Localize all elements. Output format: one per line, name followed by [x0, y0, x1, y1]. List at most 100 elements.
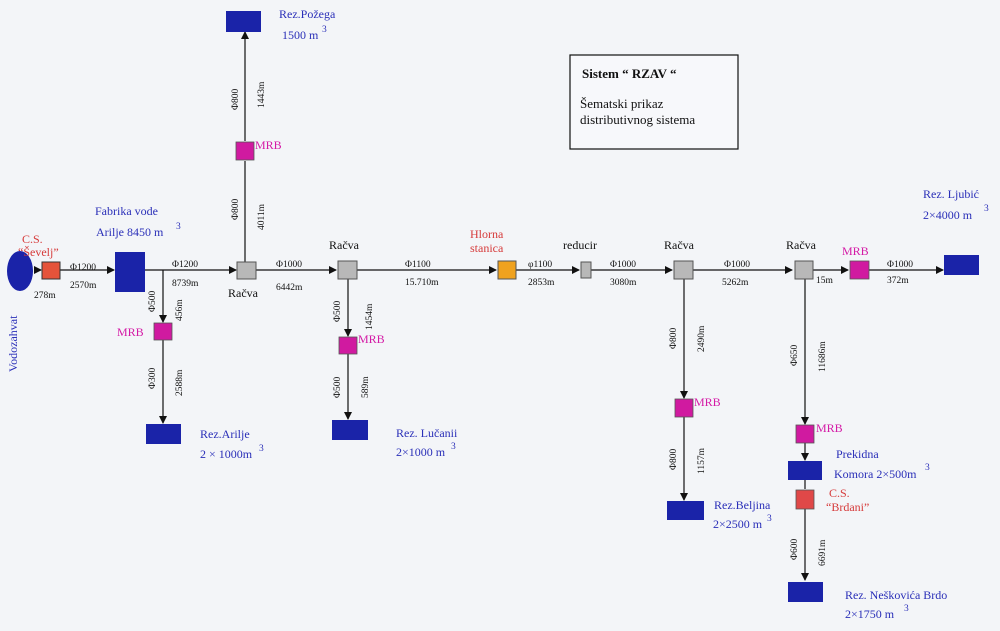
- pipe-label-2588: 2588m: [175, 369, 185, 396]
- pipe-label-456: 456m: [175, 299, 185, 321]
- pipe-label-1200a: Φ1200: [70, 263, 96, 273]
- racva-junction-2: [337, 260, 358, 280]
- pipe-label-1000c: Φ1000: [724, 260, 750, 270]
- rez-beljina: [667, 501, 704, 520]
- pipe-label-500c: Φ500: [333, 377, 343, 398]
- racva-label-2: Račva: [329, 238, 360, 252]
- fabrika-label-2: Arilje 8450 m: [96, 225, 164, 239]
- rez-beljina-label-2: 2×2500 m: [713, 517, 763, 531]
- pipe-label-8739: 8739m: [172, 279, 199, 289]
- reducir-label: reducir: [563, 238, 597, 252]
- rez-neskovica-label-2: 2×1750 m: [845, 607, 895, 621]
- cs-brdani-pump: [795, 489, 815, 510]
- prekidna-komora: [788, 461, 822, 480]
- cs-sevelj-pump: [41, 261, 61, 280]
- mrb-lucani: [338, 336, 358, 355]
- pipe-label-6691: 6691m: [818, 539, 828, 566]
- pipe-label-589: 589m: [361, 376, 371, 398]
- mrb-arilje-label: MRB: [117, 325, 144, 339]
- pipe-label-1000d: Φ1000: [887, 260, 913, 270]
- pipe-label-3080: 3080m: [610, 278, 637, 288]
- legend-frame: [569, 54, 739, 150]
- pipe-label-1157: 1157m: [697, 447, 707, 474]
- mrb-beljina: [674, 398, 694, 418]
- pipe-label-500a: Φ500: [148, 291, 158, 312]
- pipe-label-1000b: Φ1000: [610, 260, 636, 270]
- rez-lucani: [332, 420, 368, 440]
- mrb-brdo-label: MRB: [816, 421, 843, 435]
- rez-ljubic: [944, 255, 979, 275]
- pipe-label-372: 372m: [887, 276, 909, 286]
- rez-lucani-label-2: 2×1000 m: [396, 445, 446, 459]
- pipe-label-6442: 6442m: [276, 283, 303, 293]
- rez-neskovica-exp: 3: [904, 604, 909, 614]
- pipe-label-300: Φ300: [148, 368, 158, 389]
- rez-beljina-exp: 3: [767, 514, 772, 524]
- rez-pozega-label-2: 1500 m: [282, 28, 319, 42]
- legend-box: Sistem “ RZAV “ Šematski prikaz distribu…: [569, 54, 739, 150]
- racva-label-3: Račva: [664, 238, 695, 252]
- pipe-label-278: 278m: [34, 291, 56, 301]
- rez-lucani-label-1: Rez. Lučanii: [396, 426, 458, 440]
- racva-junction-4: [794, 260, 814, 280]
- pipe-label-500b: Φ500: [333, 301, 343, 322]
- mrb-pozega-label: MRB: [255, 138, 282, 152]
- fabrika-vode-plant: [115, 252, 145, 292]
- pipe-label-5262: 5262m: [722, 278, 749, 288]
- pipe-label-650: Φ650: [790, 345, 800, 366]
- vodozahvat-label: Vodozahvat: [6, 315, 20, 372]
- cs-brdani-label-2: “Brdani”: [826, 500, 869, 514]
- mrb-beljina-label: MRB: [694, 395, 721, 409]
- fabrika-exp: 3: [176, 222, 181, 232]
- rez-pozega: [226, 11, 261, 32]
- vodozahvat-intake: [7, 251, 33, 291]
- pipe-label-1000a: Φ1000: [276, 260, 302, 270]
- pipe-label-2853: 2853m: [528, 278, 555, 288]
- hlorna-label-1: Hlorna: [470, 227, 504, 241]
- fabrika-label-1: Fabrika vode: [95, 204, 158, 218]
- pipe-network: [34, 31, 944, 581]
- mrb-ljubic-label: MRB: [842, 244, 869, 258]
- mrb-ljubic: [849, 260, 870, 280]
- pipe-label-800-mid: Φ800: [231, 199, 241, 220]
- legend-line2: distributivnog sistema: [580, 112, 695, 127]
- pipe-label-15710: 15.710m: [405, 278, 439, 288]
- prekidna-label-1: Prekidna: [836, 447, 879, 461]
- rez-arilje-label-1: Rez.Arilje: [200, 427, 250, 441]
- racva-junction-3: [673, 260, 694, 280]
- prekidna-label-2: Komora 2×500m: [834, 467, 917, 481]
- rez-pozega-label-1: Rez.Požega: [279, 7, 336, 21]
- pipe-label-2570: 2570m: [70, 281, 97, 291]
- cs-sevelj-label-1: C.S.: [22, 232, 43, 246]
- mrb-pozega: [235, 141, 255, 161]
- pipe-label-600: Φ600: [790, 539, 800, 560]
- pipe-label-4011: 4011m: [257, 203, 267, 230]
- pipe-label-800-top: Φ800: [231, 89, 241, 110]
- hlorna-label-2: stanica: [470, 241, 504, 255]
- pipe-label-800b: Φ800: [669, 328, 679, 349]
- prekidna-exp: 3: [925, 463, 930, 473]
- pipe-label-2490: 2490m: [697, 325, 707, 352]
- pipe-label-1454: 1454m: [365, 303, 375, 330]
- cs-brdani-label-1: C.S.: [829, 486, 850, 500]
- rez-beljina-label-1: Rez.Beljina: [714, 498, 771, 512]
- legend-line1: Šematski prikaz: [580, 96, 664, 111]
- mrb-brdo: [795, 424, 815, 444]
- pipe-label-800c: Φ800: [669, 449, 679, 470]
- racva-label-4: Račva: [786, 238, 817, 252]
- racva-junction-1: [236, 261, 257, 280]
- pipe-label-1200b: Φ1200: [172, 260, 198, 270]
- reducir-valve: [580, 261, 592, 279]
- rez-arilje-exp: 3: [259, 444, 264, 454]
- rez-ljubic-exp: 3: [984, 204, 989, 214]
- rez-ljubic-label-1: Rez. Ljubić: [923, 187, 979, 201]
- pipe-label-1100b: φ1100: [528, 260, 552, 270]
- rez-arilje: [146, 424, 181, 444]
- legend-title: Sistem “ RZAV “: [582, 66, 677, 81]
- rez-neskovica: [788, 582, 823, 602]
- mrb-arilje: [153, 322, 173, 341]
- rez-arilje-label-2: 2 × 1000m: [200, 447, 253, 461]
- pipe-label-11686: 11686m: [818, 341, 828, 372]
